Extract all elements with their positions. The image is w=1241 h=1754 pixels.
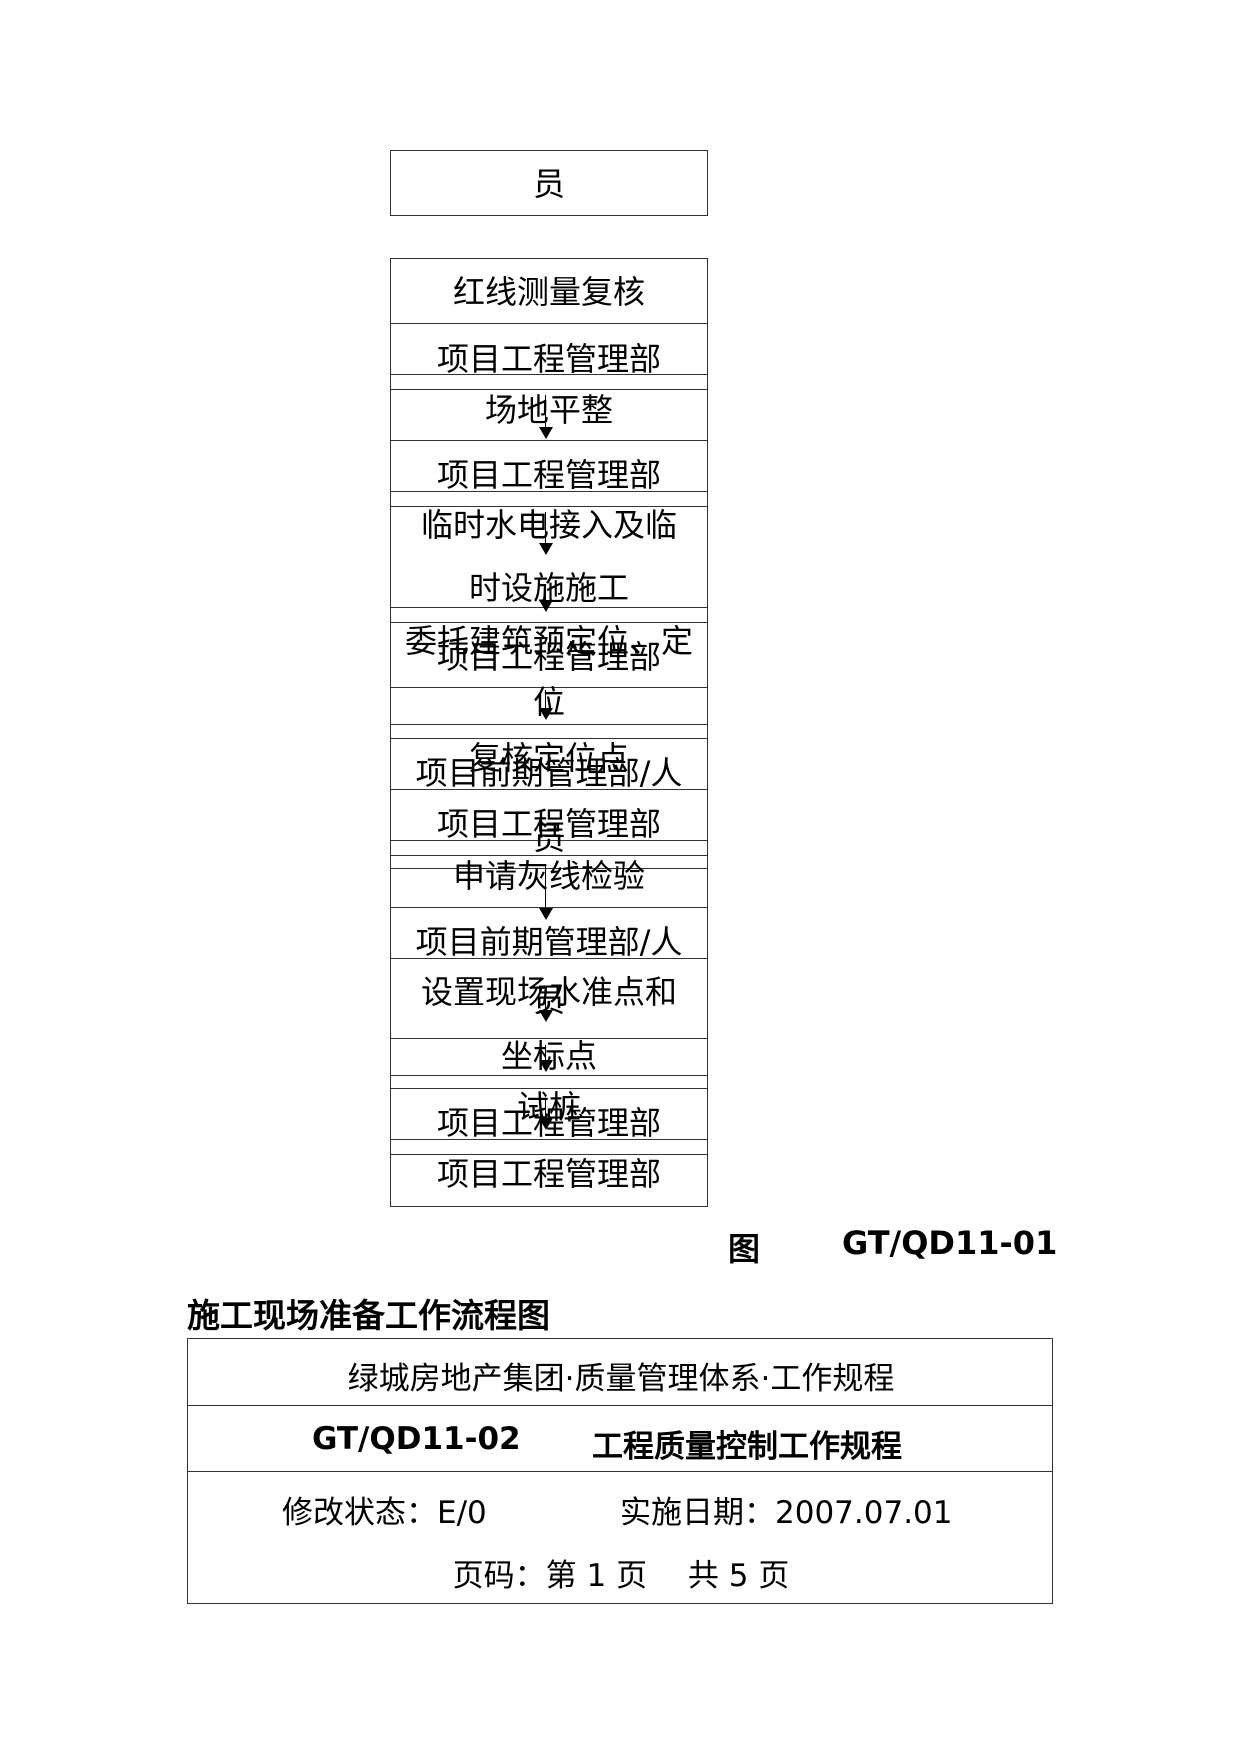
effective-date: 实施日期：2007.07.01 bbox=[620, 1495, 953, 1531]
flow-responsible: 项目工程管理部 bbox=[436, 638, 661, 676]
flow-step-positioning: 委托建筑预定位、定 bbox=[404, 622, 693, 660]
flow-step-temp-utilities: 临时水电接入及临 bbox=[420, 506, 677, 544]
flow-arrow-line bbox=[545, 690, 546, 708]
flow-arrow-head bbox=[539, 543, 553, 555]
flow-arrow-head bbox=[539, 427, 553, 439]
header-row bbox=[188, 1405, 1052, 1472]
figure-code: GT/QD11-01 bbox=[842, 1224, 1058, 1262]
flow-arrow-line bbox=[545, 865, 546, 908]
flow-arrow-head bbox=[539, 1118, 553, 1130]
page-info: 页码：第 1 页 共 5 页 bbox=[452, 1558, 790, 1594]
figure-label: 图 bbox=[728, 1230, 761, 1268]
flow-box bbox=[390, 724, 708, 739]
flow-responsible: 项目工程管理部 bbox=[436, 456, 661, 494]
flow-responsible: 项目工程管理部 bbox=[436, 805, 661, 843]
flow-responsible: 项目前期管理部/人 bbox=[415, 754, 683, 792]
flow-arrow-head bbox=[539, 1010, 553, 1022]
doc-code: GT/QD11-02 bbox=[312, 1421, 521, 1457]
header-row bbox=[188, 1339, 1052, 1406]
flow-box bbox=[390, 150, 708, 216]
doc-title: 工程质量控制工作规程 bbox=[592, 1429, 902, 1465]
flow-arrow-head bbox=[539, 600, 553, 612]
flow-arrow-line bbox=[545, 512, 546, 543]
flow-step-test-pile: 试桩 bbox=[516, 1088, 581, 1126]
flow-step-lime-line-check: 申请灰线检验 bbox=[452, 857, 645, 895]
flow-step-red-line-check: 红线测量复核 bbox=[452, 273, 645, 311]
flow-text-top: 员 bbox=[532, 165, 565, 203]
flow-box bbox=[390, 1154, 708, 1207]
flow-step-verify-points: 复核定位点 bbox=[468, 739, 629, 777]
figure-caption: 施工现场准备工作流程图 bbox=[187, 1296, 550, 1335]
flow-arrow-line bbox=[545, 395, 546, 427]
flow-responsible: 项目工程管理部 bbox=[436, 1104, 661, 1142]
flow-step-positioning-2: 位 bbox=[532, 683, 565, 721]
flow-responsible-2: 员 bbox=[532, 819, 565, 857]
flow-responsible: 项目前期管理部/人 bbox=[415, 923, 683, 961]
flow-arrow-line bbox=[545, 990, 546, 1010]
org-name: 绿城房地产集团·质量管理体系·工作规程 bbox=[347, 1361, 895, 1397]
flow-step-benchmark-2: 坐标点 bbox=[500, 1037, 597, 1075]
flow-arrow-head bbox=[539, 908, 553, 920]
flow-responsible-2: 员 bbox=[532, 981, 565, 1019]
flow-arrow-line bbox=[545, 1098, 546, 1118]
flow-responsible: 项目工程管理部 bbox=[436, 1155, 661, 1193]
flow-arrow-head bbox=[539, 708, 553, 720]
flow-step-temp-utilities-2: 时设施施工 bbox=[468, 569, 629, 607]
flow-arrow-head bbox=[539, 1060, 553, 1072]
revision-status: 修改状态：E/0 bbox=[282, 1495, 487, 1531]
flow-step-benchmark: 设置现场水准点和 bbox=[420, 973, 677, 1011]
flow-responsible: 项目工程管理部 bbox=[436, 340, 661, 378]
flow-arrow-line bbox=[545, 584, 546, 600]
flow-step-site-leveling: 场地平整 bbox=[484, 391, 613, 429]
document-header-table: 绿城房地产集团·质量管理体系·工作规程 GT/QD11-02 工程质量控制工作规… bbox=[187, 1338, 1053, 1604]
flow-arrow-line bbox=[545, 1045, 546, 1060]
